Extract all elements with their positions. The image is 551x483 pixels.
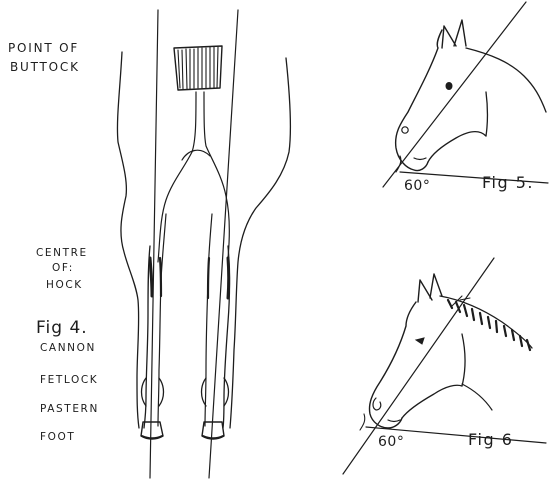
label-point-of: POINT OF (8, 41, 79, 55)
fig6-nostril (373, 398, 381, 410)
right-hindquarter-outline (230, 58, 290, 428)
figure-5-label: Fig 5. (482, 173, 534, 192)
figure-4-hind-legs: POINT OF BUTTOCK CENTRE OF: HOCK Fig 4. … (8, 10, 290, 478)
fig6-eye (416, 338, 424, 344)
tail (174, 46, 222, 90)
fig6-angle-arc (360, 414, 365, 430)
fig6-ear-front (418, 280, 432, 302)
fig5-eye (446, 82, 453, 90)
fig6-neck-underline (462, 384, 492, 410)
fig6-jaw (402, 385, 462, 418)
right-leg-inner (205, 214, 212, 426)
label-hock: HOCK (46, 279, 83, 291)
label-centre: CENTRE (36, 247, 88, 259)
figure-4-label: Fig 4. (36, 318, 88, 338)
plumb-line-left (150, 10, 158, 478)
left-leg-outer (144, 246, 150, 428)
fig6-throat (462, 334, 465, 386)
fig5-angle-line (383, 2, 526, 187)
label-of: OF: (52, 262, 74, 274)
label-pastern: PASTERN (40, 403, 99, 415)
label-buttock: BUTTOCK (10, 60, 80, 74)
figure-5-head-angle: 60° Fig 5. (383, 2, 548, 194)
label-foot: FOOT (40, 431, 75, 443)
fig5-nostril (402, 127, 408, 133)
left-hindquarter-outline (117, 52, 139, 428)
fig6-ear-back (430, 274, 442, 298)
figure-6-head-angle: 60° Fig 6 (343, 258, 546, 474)
fig5-ear-back (454, 20, 466, 46)
fig5-throat (486, 92, 488, 136)
fig5-crest (466, 48, 546, 112)
fig6-head-outline (369, 302, 416, 428)
left-fetlock (142, 378, 164, 406)
left-hock-shading (150, 258, 152, 296)
fig5-angle-label: 60° (404, 178, 430, 194)
label-cannon: CANNON (40, 342, 96, 354)
crotch-line (182, 150, 210, 160)
fig5-jaw (428, 132, 486, 162)
right-hock-shading (228, 258, 229, 298)
figure-6-label: Fig 6 (468, 430, 513, 449)
fig6-angle-label: 60° (378, 434, 404, 450)
inner-thigh-right (204, 92, 229, 258)
label-fetlock: FETLOCK (40, 374, 98, 386)
fig5-head-outline (396, 30, 442, 171)
fig6-mane-hair (448, 300, 530, 350)
